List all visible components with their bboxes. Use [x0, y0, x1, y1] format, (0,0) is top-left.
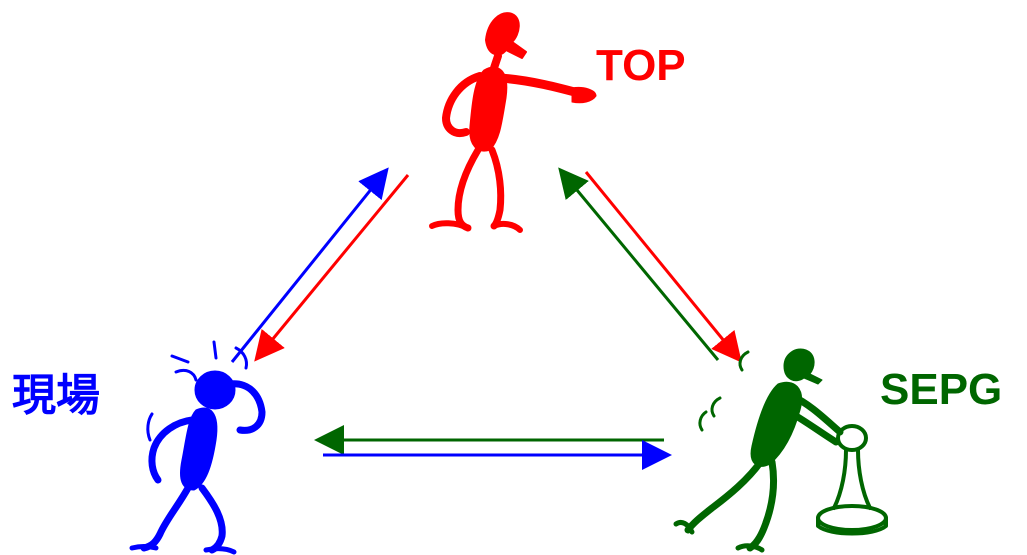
confused-figure-icon [129, 340, 266, 555]
top-label: TOP [596, 41, 686, 90]
arrow-genba-to-top [230, 167, 389, 363]
genba-label: 現場 [12, 371, 100, 420]
pedestal-icon [816, 424, 888, 536]
arrow-top-to-genba [254, 174, 410, 362]
pointing-figure-icon [429, 12, 597, 233]
sepg-label: SEPG [880, 365, 1003, 414]
arrow-sepg-to-top [558, 167, 720, 361]
pushing-figure-icon [673, 348, 888, 553]
arrow-top-to-sepg [584, 171, 742, 363]
